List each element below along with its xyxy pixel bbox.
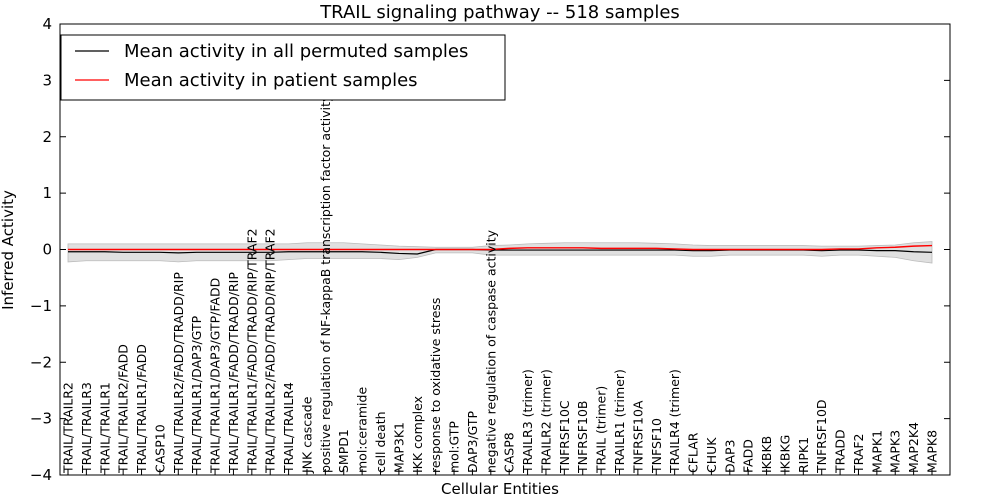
x-tick-label: JNK cascade: [299, 396, 314, 474]
x-tick-label: SMPD1: [336, 429, 351, 473]
x-tick-label: TRAILR4 (trimer): [667, 369, 682, 474]
x-tick-label: TRAIL/TRAILR1/FADD/TRADD/RIP/TRAF2: [244, 228, 259, 474]
x-tick-label: TRAIL/TRAILR2/FADD/TRADD/RIP: [171, 272, 186, 474]
series-layer: [68, 244, 933, 255]
x-tick-label: IKK complex: [410, 396, 425, 473]
y-tick-label: 3: [42, 71, 52, 89]
x-tick-label: TRAIL/TRAILR1: [97, 382, 112, 474]
x-tick-label: CHUK: [704, 437, 719, 473]
x-tick-label: CASP8: [502, 432, 517, 473]
x-tick-label: TRAIL/TRAILR4: [281, 382, 296, 474]
legend-label-patient: Mean activity in patient samples: [124, 70, 418, 91]
x-tick-label: FADD: [741, 439, 756, 473]
x-tick-label: TRAIL/TRAILR1/DAP3/GTP: [189, 315, 204, 474]
legend-label-permuted: Mean activity in all permuted samples: [124, 41, 468, 62]
x-tick-label: TNFRSF10B: [575, 401, 590, 474]
x-tick-label: CASP10: [152, 424, 167, 473]
x-tick-label: TNFRSF10D: [814, 399, 829, 474]
x-tick-label: TNFSF10: [649, 418, 664, 474]
x-tick-label: CFLAR: [686, 432, 701, 473]
x-tick-label: cell death: [373, 411, 388, 473]
x-tick-label: DAP3: [722, 440, 737, 473]
x-tick-label: RIPK1: [796, 437, 811, 473]
x-tick-label: MAPK1: [869, 430, 884, 473]
x-tick-label: TRAIL/TRAILR2: [61, 382, 76, 474]
x-tick-label: TRADD: [833, 429, 848, 474]
x-tick-label: TRAILR1 (trimer): [612, 369, 627, 474]
y-tick-label: 0: [42, 241, 52, 259]
x-tick-label: TRAIL (trimer): [594, 386, 609, 474]
permuted-confidence-band: [67, 241, 933, 264]
x-tick-label: TRAILR2 (trimer): [538, 369, 553, 474]
x-axis-label: Cellular Entities: [441, 480, 559, 498]
y-tick-label: −4: [30, 466, 52, 484]
y-tick-label: −3: [30, 410, 52, 428]
x-tick-label: mol:GTP: [447, 421, 462, 473]
x-tick-label: DAP3/GTP: [465, 410, 480, 473]
x-tick-label: TNFRSF10A: [630, 400, 645, 474]
x-tick-label: TRAF2: [851, 433, 866, 474]
x-tick-label: TRAIL/TRAILR1/FADD/TRADD/RIP: [226, 272, 241, 474]
x-tick-label: TRAIL/TRAILR2/FADD/TRADD/RIP/TRAF2: [263, 228, 278, 474]
x-tick-label: TRAIL/TRAILR1/FADD: [134, 344, 149, 474]
y-tick-label: 4: [42, 15, 52, 33]
x-tick-label: response to oxidative stress: [428, 298, 443, 473]
x-tick-label: mol:ceramide: [355, 387, 370, 473]
x-tick-label: MAPK3: [888, 430, 903, 473]
y-tick-label: −2: [30, 353, 52, 371]
y-tick-label: 1: [42, 184, 52, 202]
y-axis-ticks: −4 −3 −2 −1 0 1 2 3 4: [30, 15, 950, 484]
y-tick-label: −1: [30, 297, 52, 315]
x-tick-label: TNFRSF10C: [557, 400, 572, 474]
x-tick-label: TRAIL/TRAILR1/DAP3/GTP/FADD: [208, 278, 223, 474]
plot-frame: [59, 23, 951, 476]
x-tick-label: MAP3K1: [391, 422, 406, 473]
x-tick-label: TRAIL/TRAILR2/FADD: [116, 344, 131, 474]
x-tick-label: negative regulation of caspase activity: [483, 229, 498, 473]
x-tick-label: MAPK8: [925, 430, 940, 473]
series-line-patient: [68, 244, 933, 251]
y-tick-label: 2: [42, 128, 52, 146]
x-tick-label: positive regulation of NF-kappaB transcr…: [318, 94, 333, 473]
y-axis-label: Inferred Activity: [0, 190, 17, 310]
x-tick-label: TRAIL/TRAILR3: [79, 382, 94, 474]
chart-title: TRAIL signaling pathway -- 518 samples: [319, 2, 680, 23]
confidence-band-layer: [67, 241, 933, 264]
legend-box: [60, 34, 506, 101]
x-tick-label: MAP2K4: [906, 422, 921, 473]
legend: Mean activity in all permuted samples Me…: [60, 34, 506, 101]
x-tick-label: TRAILR3 (trimer): [520, 369, 535, 474]
x-tick-label: IKBKG: [777, 435, 792, 473]
x-tick-label: IKBKB: [759, 436, 774, 473]
